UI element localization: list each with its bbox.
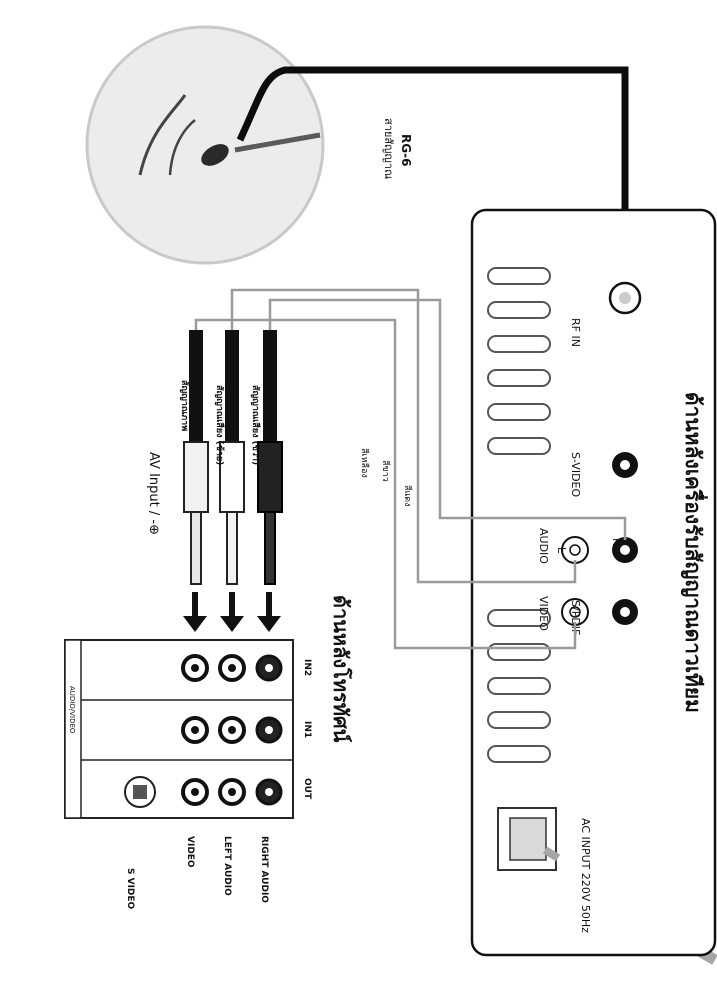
wire-label-red: สีแดง	[402, 485, 413, 507]
receiver-panel-title: ด้านหลังเครื่องรับสัญญาณดาวเทียม	[680, 392, 709, 713]
plug-label-video: สัญญาณภาพ	[179, 380, 190, 431]
tv-panel-title: ด้านหลังโทรทัศน์	[329, 595, 353, 743]
wire-red	[268, 298, 627, 540]
tv-jack-right-in1	[255, 716, 283, 744]
spdif-label: S/PDIF	[569, 600, 582, 635]
tv-label-s-video: S VIDEO	[125, 868, 135, 910]
audio-l-label: L	[555, 547, 568, 554]
tv-label-left-audio: LEFT AUDIO	[222, 836, 232, 896]
ac-input-label: AC INPUT 220V 50Hz	[579, 818, 592, 933]
audio-r-jack	[612, 537, 638, 563]
tv-s-video-port	[124, 776, 156, 808]
rca-wires	[194, 288, 627, 650]
tv-jack-left-in1	[218, 716, 246, 744]
audio-label: AUDIO	[537, 528, 550, 564]
tv-col-in1: IN1	[302, 721, 312, 738]
plug-label-left: สัญญาณเสียง (ซ้าย)	[214, 385, 225, 465]
wire-label-yellow: สีเหลือง	[359, 448, 370, 478]
tv-panel-header: AUDIO/VIDEO	[68, 686, 76, 734]
tv-jack-grid	[181, 654, 283, 806]
wire-yellow	[194, 318, 577, 650]
tv-col-in2: IN2	[302, 659, 312, 676]
tv-jack-video-in1	[181, 716, 209, 744]
dish-logo-icon	[138, 94, 187, 176]
video-jack	[561, 598, 589, 626]
vent-slots-bottom	[487, 609, 551, 763]
plug-label-right: สัญญาณเสียง (ขวา)	[250, 385, 261, 465]
rca-plug-video	[183, 330, 209, 585]
wire-label-white: สีขาว	[380, 460, 391, 482]
spdif-jack	[612, 599, 638, 625]
tv-jack-right-out	[255, 778, 283, 806]
av-input-label: AV Input / -⊕	[146, 452, 161, 535]
cable-label-rg6: RG-6	[399, 134, 413, 166]
arrow-video-icon	[183, 592, 207, 632]
tv-jack-video-out	[181, 778, 209, 806]
audio-r-label: R	[610, 538, 623, 546]
video-label: VIDEO	[537, 596, 550, 631]
s-video-jack	[612, 452, 638, 478]
ac-input-socket	[497, 807, 561, 871]
rca-plug-right	[257, 330, 283, 585]
satellite-dish	[85, 25, 325, 265]
tv-jack-video-in2	[181, 654, 209, 682]
lnb-icon	[201, 144, 229, 166]
tv-col-out: OUT	[302, 778, 312, 800]
audio-l-jack	[561, 536, 589, 564]
rca-plug-left	[219, 330, 245, 585]
tv-jack-left-out	[218, 778, 246, 806]
s-video-label: S-VIDEO	[569, 452, 582, 497]
tv-jack-left-in2	[218, 654, 246, 682]
rf-in-label: RF IN	[569, 318, 582, 347]
arrow-left-icon	[220, 592, 244, 632]
tv-back-panel	[64, 639, 294, 819]
cable-label: สายสัญญาณ RG-6	[382, 118, 413, 179]
wire-white	[230, 288, 577, 584]
vent-slots-top	[487, 267, 551, 455]
rf-in-connector	[608, 281, 642, 315]
cable-label-thai: สายสัญญาณ	[382, 118, 395, 179]
tv-jack-right-in2	[255, 654, 283, 682]
tv-label-video: VIDEO	[185, 836, 195, 868]
rg6-cable	[236, 66, 629, 290]
tv-label-right-audio: RIGHT AUDIO	[259, 836, 269, 903]
arrow-right-icon	[257, 592, 281, 632]
